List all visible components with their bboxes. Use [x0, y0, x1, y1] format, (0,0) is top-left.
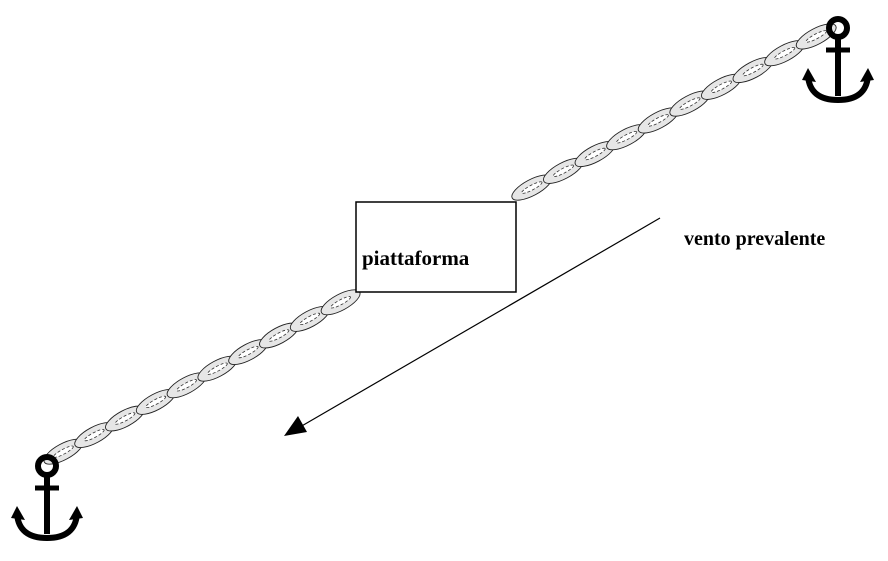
- chain-link: [795, 23, 837, 50]
- chain-link: [259, 322, 299, 349]
- chain-link: [700, 73, 742, 100]
- chain-link: [732, 56, 774, 84]
- chain-lower: [43, 289, 361, 465]
- chain-link: [135, 388, 176, 415]
- chain-link: [228, 339, 269, 366]
- platform-box: [355, 201, 517, 293]
- wind-direction-label: vento prevalente: [684, 228, 826, 250]
- chain-link: [542, 157, 584, 184]
- chain-upper: [511, 23, 837, 201]
- chain-link: [764, 40, 806, 67]
- wind-arrow: [284, 217, 661, 436]
- platform-label: piattaforma: [362, 246, 470, 270]
- chain-link: [511, 174, 553, 201]
- chain-link: [289, 305, 330, 332]
- chain-link: [166, 372, 207, 399]
- anchor-icon-bottom-left: [11, 457, 83, 538]
